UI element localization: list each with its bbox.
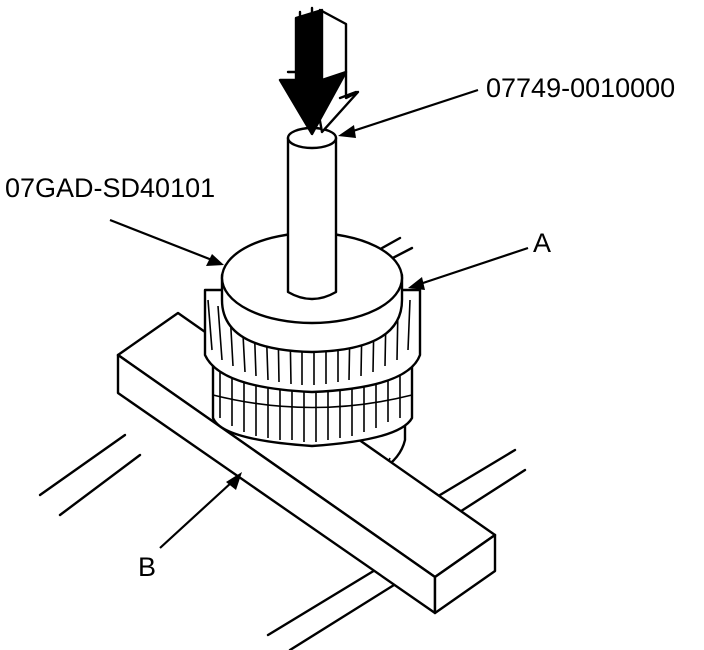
tool-number-driver: 07749-0010000 (486, 73, 676, 103)
leader-lines (109, 88, 529, 549)
support-rails (38, 236, 527, 650)
label-b: B (138, 552, 157, 582)
tool-number-installer: 07GAD-SD40101 (5, 173, 216, 203)
down-arrow-icon (278, 6, 360, 136)
label-a: A (533, 228, 552, 258)
driver-shaft (286, 126, 338, 301)
